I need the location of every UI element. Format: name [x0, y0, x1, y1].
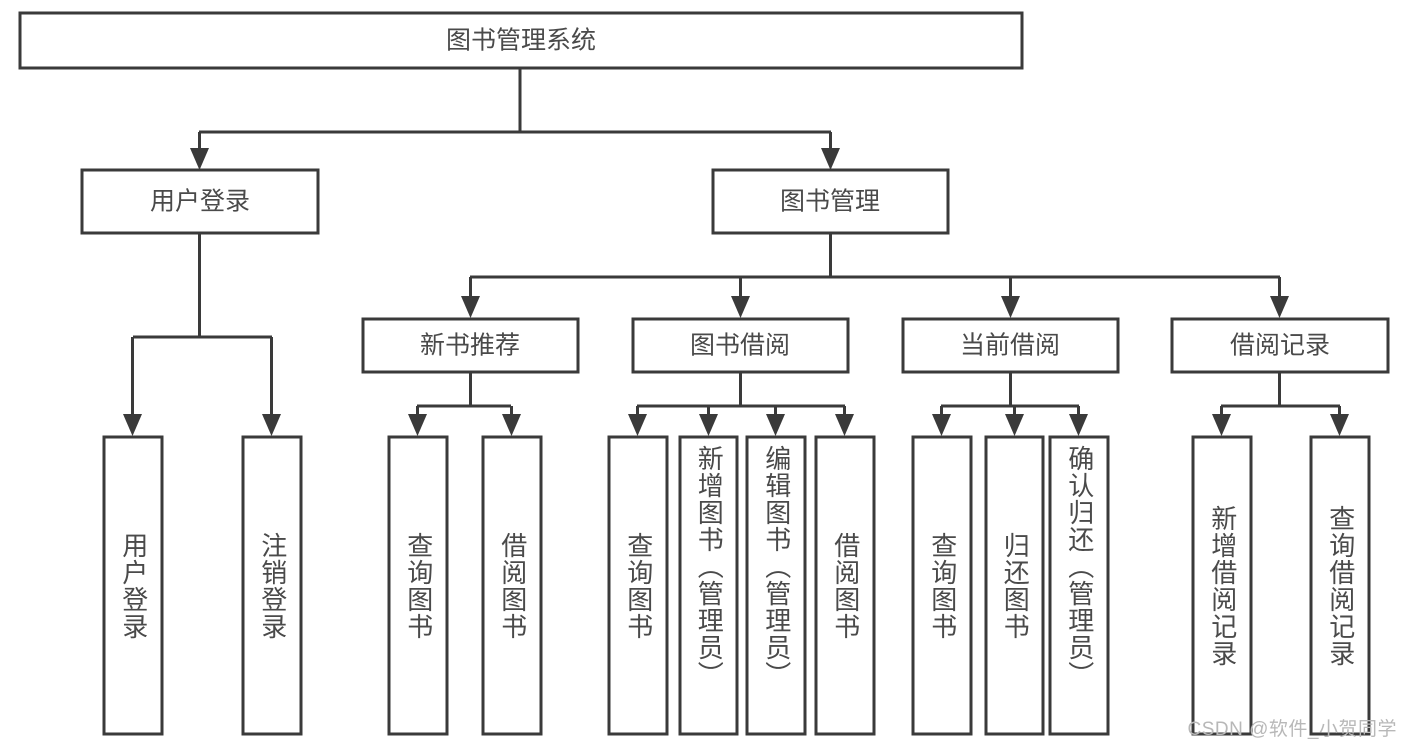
arrow-head-leaf-borrow-book-1	[502, 414, 521, 436]
arrow-head-leaf-confirm-return	[1069, 414, 1088, 436]
connector-group-new-book-recommend	[408, 372, 521, 436]
leaf-box-query-book-1[interactable]	[387, 435, 449, 736]
leaf-box-query-record[interactable]	[1309, 435, 1371, 736]
node-new-book-recommend[interactable]: 新书推荐	[361, 317, 580, 374]
arrow-head-leaf-query-record	[1330, 414, 1349, 436]
leaf-box-add-record[interactable]	[1191, 435, 1253, 736]
arrow-head-leaf-add-record	[1212, 414, 1231, 436]
leaf-boxes-new-book-recommend	[387, 435, 543, 736]
node-book-borrow-label: 图书借阅	[690, 332, 790, 360]
node-root[interactable]: 图书管理系统	[18, 11, 1024, 70]
leaf-boxes-current-borrow	[911, 435, 1110, 736]
node-book-borrow-box[interactable]	[631, 317, 850, 374]
arrow-head-leaf-add-book	[699, 414, 718, 436]
arrow-head-current-borrow	[1001, 296, 1020, 318]
connector-group-current-borrow	[932, 372, 1088, 436]
node-root-box[interactable]	[18, 11, 1024, 70]
arrow-head-leaf-query-book-2	[628, 414, 647, 436]
node-borrow-record-label: 借阅记录	[1230, 332, 1330, 360]
node-user-login-label: 用户登录	[150, 188, 250, 216]
node-book-borrow[interactable]: 图书借阅	[631, 317, 850, 374]
node-borrow-record-box[interactable]	[1170, 317, 1390, 374]
arrow-head-leaf-edit-book	[766, 414, 785, 436]
node-current-borrow-box[interactable]	[901, 317, 1120, 374]
node-book-management-label: 图书管理	[780, 188, 880, 216]
node-borrow-record[interactable]: 借阅记录	[1170, 317, 1390, 374]
leaf-box-query-book-3[interactable]	[911, 435, 973, 736]
leaf-box-add-book[interactable]	[678, 435, 739, 736]
leaf-box-logout[interactable]	[241, 435, 303, 736]
arrow-head-book-management	[821, 148, 840, 170]
arrow-head-book-borrow	[731, 296, 750, 318]
node-root-label: 图书管理系统	[446, 27, 596, 55]
leaf-box-return-book[interactable]	[984, 435, 1045, 736]
leaf-boxes-borrow-record	[1191, 435, 1371, 736]
connector-group-borrow-record	[1212, 372, 1349, 436]
node-user-login-box[interactable]	[80, 168, 320, 235]
leaf-box-edit-book[interactable]	[745, 435, 807, 736]
leaf-box-confirm-return[interactable]	[1048, 435, 1110, 736]
leaf-box-borrow-book-1[interactable]	[481, 435, 543, 736]
arrow-head-user-login	[190, 148, 209, 170]
arrow-head-leaf-borrow-book-2	[835, 414, 854, 436]
node-current-borrow[interactable]: 当前借阅	[901, 317, 1120, 374]
arrow-head-leaf-user-login	[123, 414, 142, 436]
leaf-box-borrow-book-2[interactable]	[814, 435, 876, 736]
leaf-box-user-login[interactable]	[102, 435, 164, 736]
arrow-head-leaf-query-book-1	[408, 414, 427, 436]
leaf-box-query-book-2[interactable]	[607, 435, 669, 736]
connector-group-root	[190, 68, 840, 170]
csdn-watermark: CSDN @软件_小贺同学	[1187, 719, 1397, 740]
node-current-borrow-label: 当前借阅	[960, 332, 1060, 360]
arrow-head-leaf-query-book-3	[932, 414, 951, 436]
node-new-book-recommend-box[interactable]	[361, 317, 580, 374]
arrow-head-borrow-record	[1270, 296, 1289, 318]
node-user-login[interactable]: 用户登录	[80, 168, 320, 235]
node-book-management[interactable]: 图书管理	[711, 168, 950, 235]
arrow-head-leaf-return-book	[1005, 414, 1024, 436]
connector-group-book-borrow	[628, 372, 854, 436]
connector-group-book-management	[461, 233, 1289, 318]
connector-group-user-login	[123, 233, 281, 436]
leaf-boxes-user-login	[102, 435, 303, 736]
arrow-head-leaf-logout	[262, 414, 281, 436]
node-new-book-recommend-label: 新书推荐	[420, 332, 520, 360]
arrow-head-new-book-recommend	[461, 296, 480, 318]
leaf-boxes-book-borrow	[607, 435, 876, 736]
node-book-management-box[interactable]	[711, 168, 950, 235]
